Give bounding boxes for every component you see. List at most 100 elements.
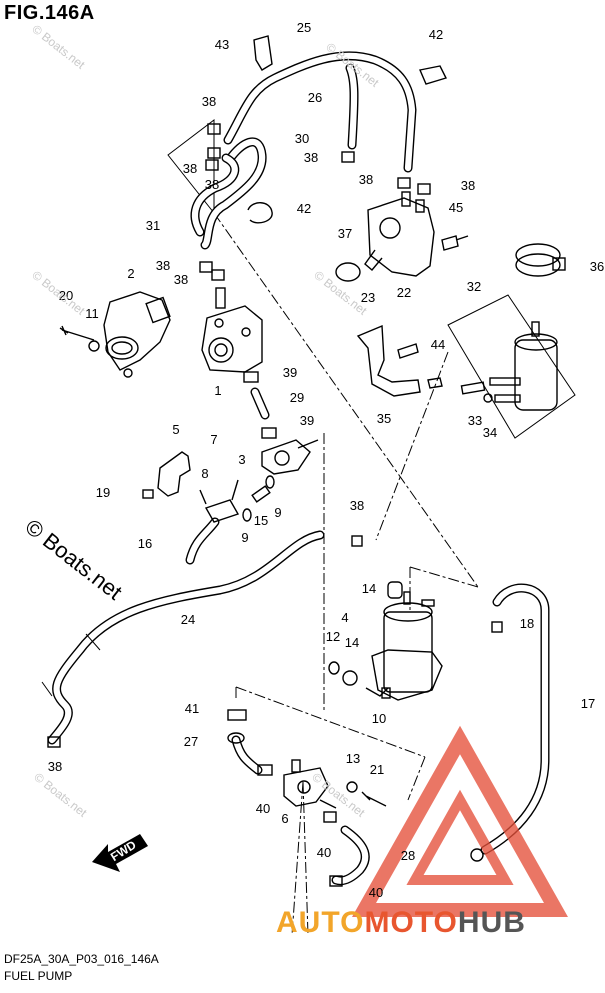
clamp-36 xyxy=(515,243,566,277)
callout-38: 38 xyxy=(359,172,373,187)
callout-3: 3 xyxy=(238,452,245,467)
callout-39: 39 xyxy=(300,413,314,428)
callout-24: 24 xyxy=(181,612,195,627)
callout-40: 40 xyxy=(369,885,383,900)
callout-38: 38 xyxy=(202,94,216,109)
intake-part-2 xyxy=(103,291,171,378)
callout-14: 14 xyxy=(362,581,376,596)
grommet-12 xyxy=(328,661,340,675)
hose-29 xyxy=(250,387,270,420)
brand-part-1: AUTO xyxy=(276,906,365,939)
fitting-7-8 xyxy=(199,479,240,523)
callout-29: 29 xyxy=(290,390,304,405)
callout-38: 38 xyxy=(304,150,318,165)
callout-16: 16 xyxy=(138,536,152,551)
callout-34: 34 xyxy=(483,425,497,440)
bolt-21 xyxy=(361,791,387,807)
clamps xyxy=(47,123,503,887)
callout-40: 40 xyxy=(317,845,331,860)
ref-line-lower-b xyxy=(235,686,426,758)
callout-39: 39 xyxy=(283,365,297,380)
bracket-35 xyxy=(356,324,421,397)
callout-15: 15 xyxy=(254,513,268,528)
callout-14: 14 xyxy=(345,635,359,650)
callout-10: 10 xyxy=(372,711,386,726)
callout-25: 25 xyxy=(297,20,311,35)
callout-12: 12 xyxy=(326,629,340,644)
callout-38: 38 xyxy=(350,498,364,513)
callout-4: 4 xyxy=(341,610,348,625)
figure-title: FIG.146A xyxy=(4,2,95,24)
callout-37: 37 xyxy=(338,226,352,241)
callout-5: 5 xyxy=(172,422,179,437)
grommet-14b xyxy=(342,670,358,686)
callout-38: 38 xyxy=(156,258,170,273)
bolt-45 xyxy=(441,235,469,251)
small-parts-9-15 xyxy=(242,475,275,522)
callout-labels: 1234567899101112131414151617181920212223… xyxy=(48,20,604,900)
callout-31: 31 xyxy=(146,218,160,233)
carburetor-part-1 xyxy=(201,287,263,373)
callout-17: 17 xyxy=(581,696,595,711)
callout-36: 36 xyxy=(590,259,604,274)
hose-24 xyxy=(41,530,325,745)
callout-13: 13 xyxy=(346,751,360,766)
brand-part-3: HUB xyxy=(457,906,526,939)
callout-30: 30 xyxy=(295,131,309,146)
fuel-pump-part-4 xyxy=(365,591,443,701)
filter-kit-frame xyxy=(447,294,576,439)
fwd-arrow: FWD xyxy=(92,834,148,872)
clip-42-top xyxy=(419,65,447,85)
callout-38: 38 xyxy=(205,177,219,192)
callout-32: 32 xyxy=(467,279,481,294)
ref-line-bottom-right xyxy=(302,781,309,936)
ref-line-lower-c xyxy=(407,756,426,801)
brand-logo-icon xyxy=(352,725,568,917)
callout-38: 38 xyxy=(174,272,188,287)
callout-8: 8 xyxy=(201,466,208,481)
callout-2: 2 xyxy=(127,266,134,281)
callout-20: 20 xyxy=(59,288,73,303)
callout-23: 23 xyxy=(361,290,375,305)
hose-30-31 xyxy=(190,137,267,250)
fuel-pump-part-22 xyxy=(364,191,435,277)
callout-33: 33 xyxy=(468,413,482,428)
ref-line-bottom-left xyxy=(291,781,304,936)
clip-42-middle xyxy=(247,202,273,224)
callout-41: 41 xyxy=(185,701,199,716)
figure-caption: FUEL PUMP xyxy=(4,969,73,983)
cap-14 xyxy=(387,581,403,599)
callout-40: 40 xyxy=(256,801,270,816)
bolt-44 xyxy=(427,377,443,389)
pump-part-6 xyxy=(283,759,337,809)
reference-lines xyxy=(213,212,479,936)
callout-42: 42 xyxy=(297,201,311,216)
callout-19: 19 xyxy=(96,485,110,500)
ref-line-filter xyxy=(375,351,449,541)
callout-6: 6 xyxy=(281,811,288,826)
callout-9: 9 xyxy=(241,530,248,545)
callout-22: 22 xyxy=(397,285,411,300)
callout-11: 11 xyxy=(85,306,99,321)
callout-43: 43 xyxy=(215,37,229,52)
callout-38: 38 xyxy=(461,178,475,193)
callout-38: 38 xyxy=(183,161,197,176)
callout-28: 28 xyxy=(401,848,415,863)
callout-27: 27 xyxy=(184,734,198,749)
bolt-20-washer-11 xyxy=(59,325,100,352)
callout-18: 18 xyxy=(520,616,534,631)
ref-line-main xyxy=(213,212,479,588)
callout-9: 9 xyxy=(274,505,281,520)
brand-part-2: MOTO xyxy=(364,906,458,939)
fuel-filter-32 xyxy=(460,321,558,411)
callout-1: 1 xyxy=(214,383,221,398)
hose-25-26 xyxy=(223,51,417,173)
upper-kit-frame xyxy=(167,118,215,215)
bracket-5 xyxy=(157,451,191,497)
ref-line-pump-right xyxy=(409,566,479,588)
hose-28 xyxy=(331,825,370,886)
valve-part-3 xyxy=(261,439,319,475)
brand-logo: AUTOMOTOHUB xyxy=(276,906,526,940)
hose-27 xyxy=(227,732,263,775)
